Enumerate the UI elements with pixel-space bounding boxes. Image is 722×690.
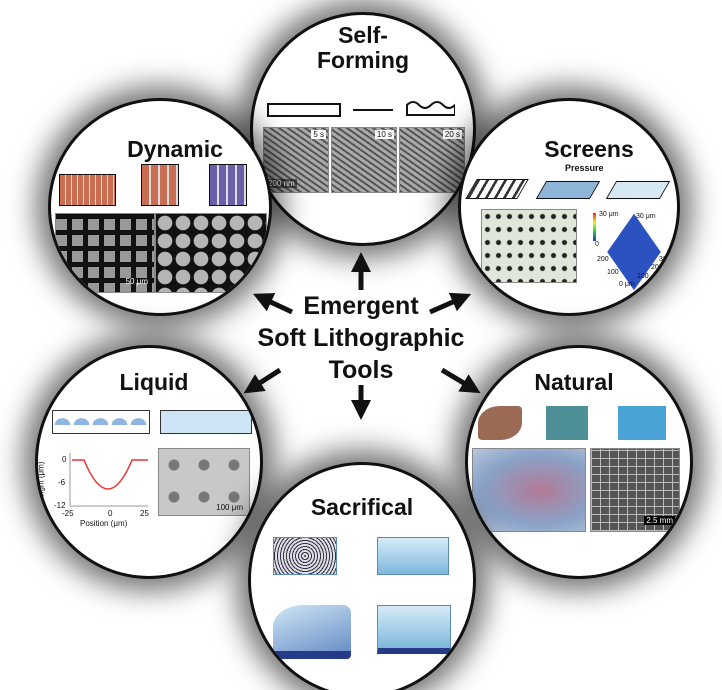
panel-liquid: Liquid 0 -6 -12 -25 0 25 Position (μm) H… [35,345,263,579]
label: 10 s [374,130,394,139]
label: 200 [597,256,609,263]
label: 200 nm [266,179,297,188]
label: Forming [317,47,409,73]
center-line-1: Emergent [303,292,419,320]
pressure-label: Pressure [565,163,604,173]
sem-image-10s: 10 s [331,127,397,193]
sem-image-5s: 5 s 200 nm [263,127,329,193]
panel-title: Sacrifical [310,494,414,520]
label: 100 [637,273,649,280]
relaxed-grid [141,164,179,206]
stack-step-2 [377,537,449,575]
liquid-film [160,410,252,434]
stack-step-3 [377,605,451,654]
leaf-mold-image [546,406,588,440]
panel-self-forming: Self-Forming 5 s 200 nm 10 s 20 s [250,12,476,246]
label: Self- [338,22,388,48]
leaf-image [478,406,522,440]
label: 30 μm [636,213,656,220]
label: 0 [595,241,599,248]
sem-image-20s: 20 s [399,127,465,193]
panel-title: Self-Forming [253,23,473,73]
panel-dynamic: Dynamic 50 μm [48,98,272,316]
center-line-2: Soft Lithographic [257,324,465,352]
panel-title: Liquid [119,369,189,395]
droplet-array [52,410,150,434]
label: -25 [62,509,74,518]
label: 5 s [311,130,326,139]
height-profile-plot [69,453,148,507]
leaf-replica-image [618,406,666,440]
label: 20 s [442,130,462,139]
label: 0 [108,509,113,518]
label: 50 μm [125,277,148,286]
label: 100 μm [216,503,243,512]
leaf-replica-photo [472,448,586,532]
label: -12 [54,501,66,510]
arrow-up-right [428,292,472,315]
square-array-image: 50 μm [55,213,155,293]
arrow-up-left [252,293,294,315]
hexagon-array-image [155,213,267,293]
irradiated-grid [209,164,247,206]
panel-title: Dynamic [127,136,223,162]
panel-screens: Screens Pressure 30 μm 0 30 μm 200 100 0… [458,98,680,316]
label: 30 μm [599,211,619,218]
label: 100 [607,269,619,276]
panel-natural: Natural 2.5 mm [465,345,693,579]
arrow-down-right [440,367,481,394]
stretched-grid [59,174,116,206]
flat-film-icon [267,103,341,117]
peeled-film [273,605,351,659]
panel-title: Screens [544,136,634,162]
label: 2.5 mm [644,516,675,525]
stack-step-1 [273,537,337,575]
label: 0 [62,455,67,464]
label: 25 [140,509,149,518]
colorbar [593,213,596,241]
panel-sacrificial: Sacrifical [248,462,476,690]
vein-micrograph: 2.5 mm [590,448,680,532]
label: 200 [651,264,663,271]
label: 0 μm [619,281,635,288]
label: Position (μm) [80,519,128,528]
label: 300 [659,256,671,263]
label: -6 [58,478,66,487]
center-line-3: Tools [328,356,394,384]
panel-title: Natural [534,369,614,395]
wrinkled-film-icon [406,101,455,116]
center-title: Emergent Soft Lithographic Tools [230,290,492,386]
micrograph-image [481,209,577,283]
droplet-micrograph: 100 μm [158,448,250,516]
arrow-down-left [243,367,282,394]
arrow-icon [353,109,393,111]
